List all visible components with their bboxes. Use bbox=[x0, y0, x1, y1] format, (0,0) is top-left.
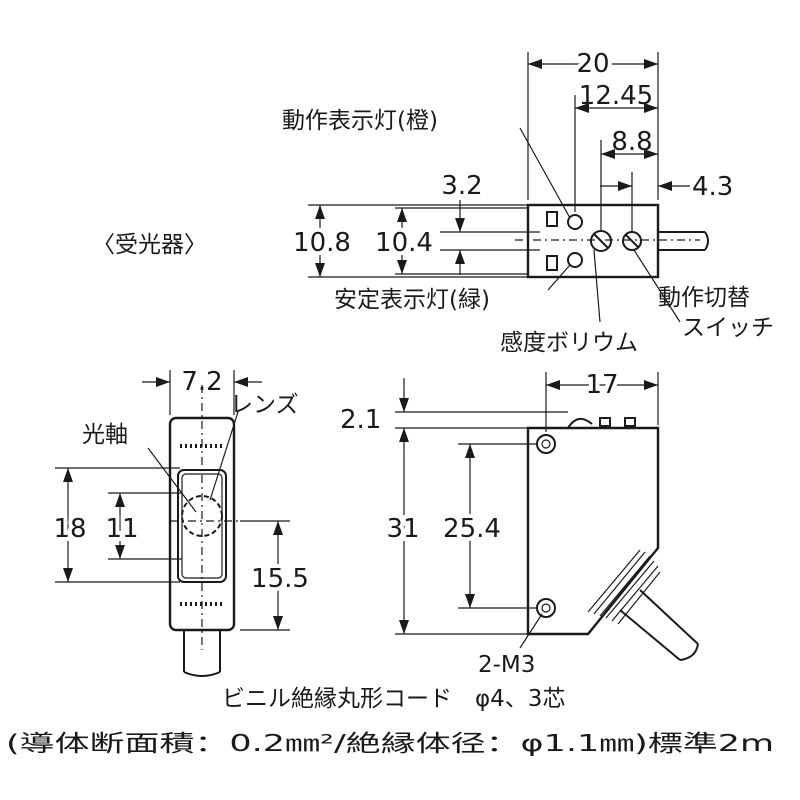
dim-11: 11 bbox=[105, 514, 138, 544]
dim-25-4: 25.4 bbox=[443, 514, 501, 544]
lens-icon bbox=[181, 495, 223, 537]
dim-17: 17 bbox=[585, 370, 618, 400]
dim-10-8: 10.8 bbox=[293, 228, 351, 258]
mode-switch-label-line1: 動作切替 bbox=[658, 285, 750, 311]
dim-8-8: 8.8 bbox=[611, 127, 652, 157]
sensitivity-volume-icon bbox=[590, 230, 612, 252]
dim-7-2: 7.2 bbox=[181, 367, 222, 397]
dim-12-45: 12.45 bbox=[579, 81, 653, 111]
dim-10-4: 10.4 bbox=[375, 228, 433, 258]
operation-indicator-window bbox=[546, 211, 558, 227]
mode-switch-label-line2: スイッチ bbox=[682, 315, 774, 341]
dim-3-2: 3.2 bbox=[441, 171, 482, 201]
sensitivity-volume-label: 感度ボリウム bbox=[500, 330, 638, 356]
side-view: 17 2.1 31 25.4 2-M3 bbox=[340, 366, 699, 678]
cable-note: ビニル絶縁丸形コード φ4、3芯 (導体断面積：0.2㎜²/絶縁体径：φ1.1㎜… bbox=[6, 686, 774, 757]
cable-note-line1: ビニル絶縁丸形コード φ4、3芯 bbox=[222, 686, 565, 712]
stability-indicator-label: 安定表示灯(緑) bbox=[334, 287, 490, 313]
mount-holes-label: 2-M3 bbox=[478, 652, 535, 678]
operation-led-icon bbox=[567, 214, 583, 230]
top-view: 20 12.45 8.8 4.3 3.2 10.8 bbox=[92, 45, 774, 356]
receiver-label: 〈受光器〉 bbox=[92, 232, 207, 258]
operation-indicator-label: 動作表示灯(橙) bbox=[282, 108, 438, 134]
dim-4-3: 4.3 bbox=[692, 172, 733, 202]
dim-width-20: 20 bbox=[576, 49, 609, 79]
dim-31: 31 bbox=[386, 514, 419, 544]
stability-led-icon bbox=[567, 252, 583, 268]
top-ridge bbox=[567, 417, 593, 429]
top-view-body bbox=[526, 203, 660, 279]
lens-label: レンズ bbox=[230, 392, 299, 418]
side-view-body bbox=[526, 426, 660, 636]
optical-axis-label: 光軸 bbox=[82, 422, 128, 448]
dim-2-1: 2.1 bbox=[340, 405, 381, 435]
cable-note-line2: (導体断面積：0.2㎜²/絶縁体径：φ1.1㎜)標準2m bbox=[6, 731, 774, 757]
stability-indicator-window bbox=[546, 255, 558, 271]
chamfer-hatch bbox=[587, 549, 661, 625]
front-view: 7.2 18 11 15.5 光軸 レンズ bbox=[49, 367, 313, 677]
dim-15-5: 15.5 bbox=[251, 564, 309, 594]
dim-18: 18 bbox=[53, 514, 86, 544]
